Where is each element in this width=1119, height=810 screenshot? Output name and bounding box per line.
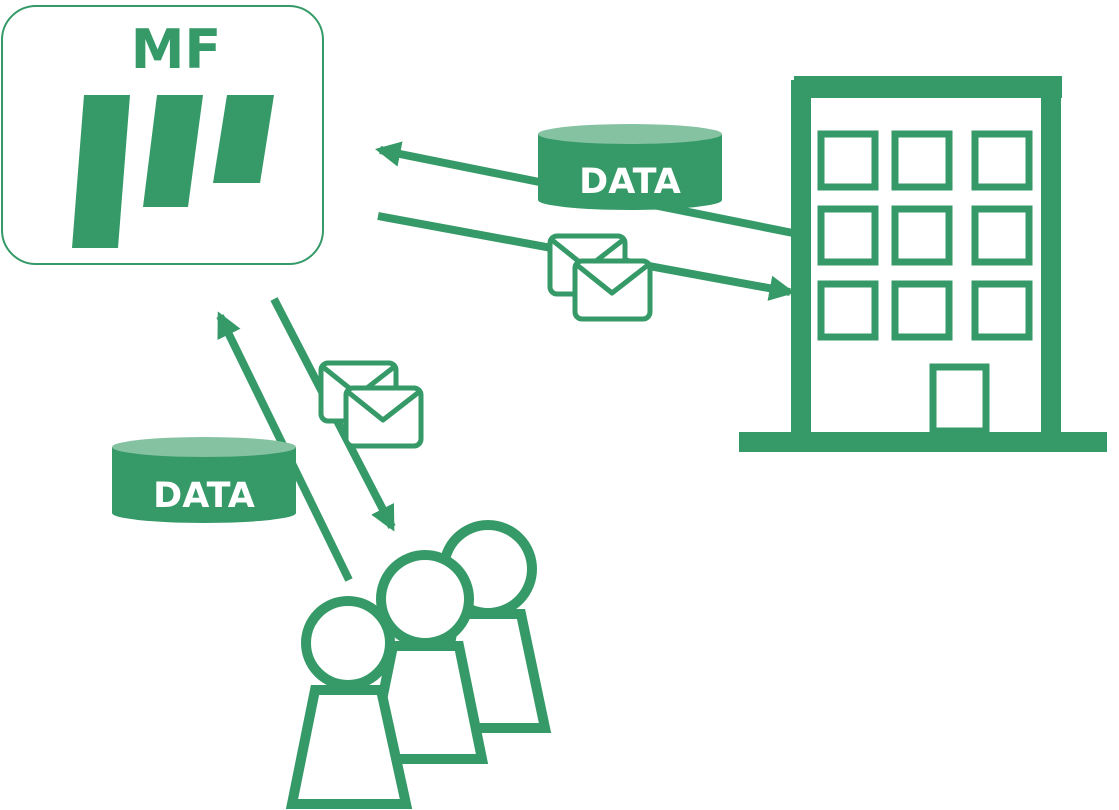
envelope-icon [572,258,653,322]
building-windows [817,130,1033,341]
envelope-icon-pair-left [318,360,424,449]
person-icon-front [285,596,413,809]
logo-text: MF [131,18,222,81]
person-icon-middle [363,550,489,764]
mf-logo-card: MF [1,5,324,265]
building-icon [739,76,1107,452]
building-door [929,363,990,435]
data-label-top: DATA [579,162,681,202]
envelope-icon-pair-top [547,233,653,322]
envelope-icon [343,385,424,449]
people-group-icon [285,520,552,809]
database-icon-top: DATA [538,124,722,210]
data-label-left: DATA [153,476,255,516]
mf-logo-icon [72,95,274,248]
database-icon-left: DATA [112,437,296,523]
